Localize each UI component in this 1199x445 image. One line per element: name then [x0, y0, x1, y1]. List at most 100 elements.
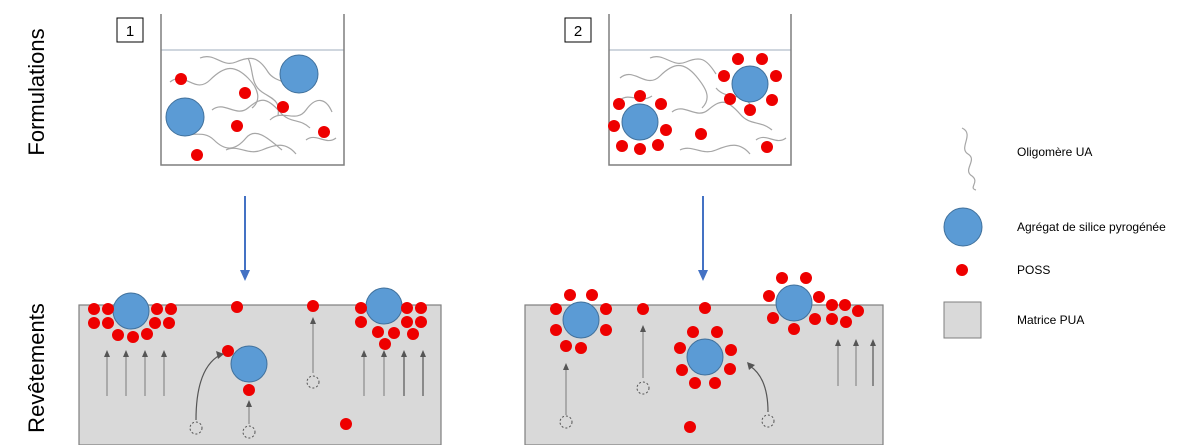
poss-particle [165, 303, 177, 315]
legend-label-silica: Agrégat de silice pyrogénée [1017, 220, 1166, 234]
silica-aggregate [686, 338, 724, 376]
poss-particle [744, 104, 756, 116]
poss-particle [788, 323, 800, 335]
poss-particle [340, 418, 352, 430]
legend-item-oligomer: Oligomère UA [961, 127, 1092, 191]
legend: Oligomère UA Agrégat de silice pyrogénée… [943, 127, 1166, 339]
poss-particle [575, 342, 587, 354]
poss-vacancies-2 [559, 381, 775, 429]
coating-1 [78, 287, 442, 445]
poss-particle [355, 302, 367, 314]
beaker-1: 1 [116, 14, 345, 166]
poss-particle [564, 289, 576, 301]
poss-particle-icon [956, 264, 968, 276]
row-label-coatings: Revêtements [24, 303, 49, 433]
poss-particle [756, 53, 768, 65]
poss-particle [127, 331, 139, 343]
beaker-2: 2 [564, 14, 792, 166]
row-label-formulations: Formulations [24, 28, 49, 155]
poss-particle [826, 299, 838, 311]
poss-particle [415, 316, 427, 328]
poss-particle [770, 70, 782, 82]
coating-2 [524, 272, 884, 445]
poss-particle [809, 313, 821, 325]
poss-particle [222, 345, 234, 357]
vacancy-circle [761, 414, 775, 428]
panel-number-box-2 [564, 17, 592, 43]
silica-aggregate [731, 65, 769, 103]
legend-label-oligomer: Oligomère UA [1017, 145, 1092, 159]
poss-particle [379, 338, 391, 350]
poss-particle [151, 303, 163, 315]
poss-particle [307, 300, 319, 312]
silica-aggregate [230, 345, 268, 383]
poss-particle [550, 303, 562, 315]
silica-aggregate [365, 287, 403, 325]
legend-label-poss: POSS [1017, 263, 1050, 277]
poss-particle [141, 328, 153, 340]
poss-particle [800, 272, 812, 284]
transition-arrow-1 [240, 196, 250, 281]
poss-particle [699, 302, 711, 314]
vacancy-circle [189, 421, 203, 435]
poss-particle [695, 128, 707, 140]
poss-particle [277, 101, 289, 113]
poss-particle [88, 303, 100, 315]
poss-particle [709, 377, 721, 389]
pua-matrix-swatch-icon [943, 301, 982, 339]
poss-particle [763, 290, 775, 302]
oligomer-chains-2 [619, 56, 787, 155]
poss-particle [401, 316, 413, 328]
silica-aggregate [165, 97, 205, 137]
poss-particle [191, 149, 203, 161]
poss-particle [231, 120, 243, 132]
poss-particle [149, 317, 161, 329]
poss-particle [231, 301, 243, 313]
poss-particle [613, 98, 625, 110]
vacancy-circle [559, 415, 573, 429]
silica-aggregate [562, 301, 600, 339]
poss-particle [112, 329, 124, 341]
poss-particle [813, 291, 825, 303]
poss-particle [840, 316, 852, 328]
poss-particle [660, 124, 672, 136]
poss-particle [600, 324, 612, 336]
poss-shell-right [718, 53, 782, 116]
poss-cluster-left [88, 303, 177, 343]
poss-particle [839, 299, 851, 311]
poss-particle [766, 94, 778, 106]
migration-arrows-1 [104, 317, 426, 424]
poss-particle [634, 90, 646, 102]
transition-arrow-2 [698, 196, 708, 281]
poss-particles-free-2 [695, 128, 773, 153]
poss-particle [560, 340, 572, 352]
poss-particle [637, 303, 649, 315]
poss-particle [761, 141, 773, 153]
poss-shell-coating-right [763, 272, 864, 335]
beaker-wall-1 [160, 14, 345, 166]
silica-aggregate [279, 54, 319, 94]
legend-item-poss: POSS [956, 263, 1050, 277]
poss-particle [175, 73, 187, 85]
poss-particle [852, 305, 864, 317]
poss-particle [634, 143, 646, 155]
poss-particle [586, 289, 598, 301]
poss-particle [616, 140, 628, 152]
poss-vacancies-1 [189, 375, 320, 439]
migration-arrows-2 [563, 325, 876, 415]
poss-particle [684, 421, 696, 433]
poss-particle [318, 126, 330, 138]
poss-particle [243, 384, 255, 396]
poss-particle [725, 344, 737, 356]
poss-particles-coating-2 [637, 302, 711, 433]
panel-number-box-1 [116, 17, 144, 43]
poss-particle [407, 328, 419, 340]
poss-particle [388, 327, 400, 339]
poss-particle [776, 272, 788, 284]
poss-particle [652, 139, 664, 151]
poss-particles-coating-1 [222, 300, 352, 430]
poss-particles-1 [175, 73, 330, 161]
vacancy-circle [306, 375, 320, 389]
poss-particle [102, 317, 114, 329]
